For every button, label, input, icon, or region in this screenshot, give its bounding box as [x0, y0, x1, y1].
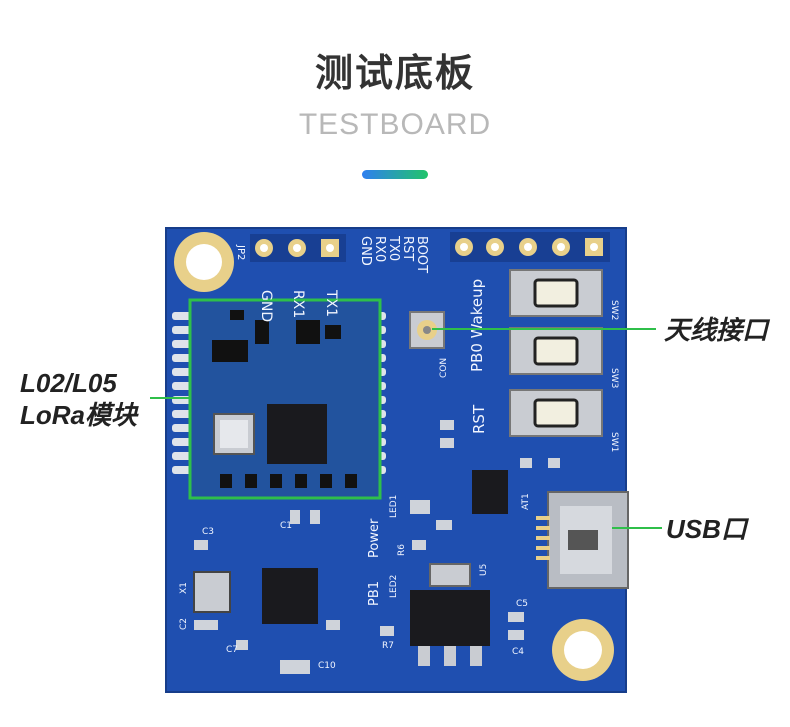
- mcu-chip: [262, 568, 318, 624]
- passive-components: [194, 420, 560, 674]
- antenna-connector: [409, 311, 445, 349]
- label-c5: C5: [516, 599, 528, 609]
- label-u5: U5: [479, 564, 489, 576]
- page-subtitle: TESTBOARD: [298, 108, 492, 141]
- label-gnd2: GND: [358, 236, 373, 266]
- label-wakeup: PB0 Wakeup: [468, 279, 486, 372]
- switch-sw1: [509, 389, 603, 437]
- lora-chip: [267, 404, 327, 464]
- page-title: 测试底板: [314, 51, 475, 95]
- accent-bar: [362, 170, 428, 179]
- label-led2: LED2: [389, 575, 399, 598]
- header-pins-left: [250, 234, 346, 262]
- label-sw1: SW1: [609, 432, 619, 452]
- label-c3: C3: [202, 527, 214, 537]
- callout-lora-line1: L02/L05: [20, 368, 117, 398]
- label-x1: X1: [179, 582, 189, 594]
- header-pins-right: [450, 232, 610, 262]
- label-rx0: RX0: [372, 236, 387, 262]
- label-led1: LED1: [389, 495, 399, 518]
- label-c10: C10: [318, 661, 336, 671]
- label-tx1: TX1: [323, 289, 339, 317]
- label-rst: RST: [400, 236, 415, 261]
- label-tx0: TX0: [386, 235, 401, 261]
- label-c1: C1: [280, 521, 292, 531]
- switch-sw3: [509, 327, 603, 375]
- label-c4: C4: [512, 647, 524, 657]
- label-sw3: SW3: [609, 368, 619, 388]
- lora-module: [188, 298, 382, 500]
- callout-usb: USB口: [666, 514, 747, 544]
- label-jp2: JP2: [235, 244, 246, 260]
- label-c2: C2: [179, 618, 189, 630]
- silkscreen-labels: JP2 GND RX1 TX1 GND RX0 TX0 RST BOOT PB0…: [179, 235, 619, 671]
- mounting-hole-top-left: [174, 232, 234, 292]
- label-power: Power: [367, 518, 382, 558]
- switch-sw2: [509, 269, 603, 317]
- crystal-x1: [193, 571, 231, 613]
- label-boot: BOOT: [414, 236, 429, 273]
- label-rst-switch: RST: [470, 404, 488, 434]
- micro-usb-connector: [536, 491, 629, 589]
- voltage-regulator: [410, 563, 490, 666]
- callout-antenna: 天线接口: [664, 315, 769, 345]
- mounting-hole-bottom-right: [552, 619, 614, 681]
- label-r7: R7: [382, 641, 394, 651]
- callout-lora-line2: LoRa模块: [20, 400, 138, 430]
- label-con: CON: [439, 358, 449, 378]
- label-at1: AT1: [521, 493, 531, 510]
- label-rx1: RX1: [290, 290, 306, 318]
- label-sw2: SW2: [609, 300, 619, 320]
- label-gnd1: GND: [258, 290, 274, 322]
- label-c7: C7: [226, 645, 238, 655]
- label-r6: R6: [397, 544, 407, 556]
- usb-serial-chip: [472, 470, 508, 514]
- label-pb1: PB1: [367, 581, 382, 606]
